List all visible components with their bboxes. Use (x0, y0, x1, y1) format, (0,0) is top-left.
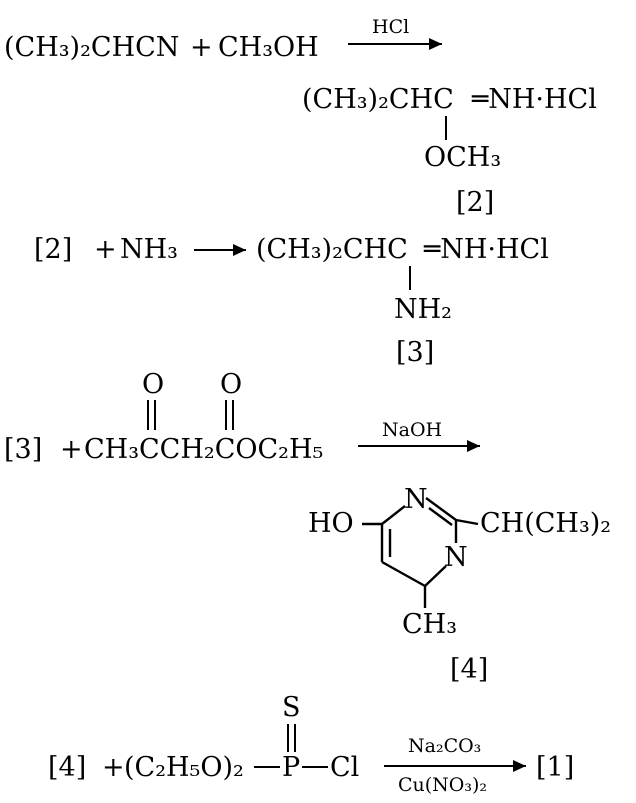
ester-oxygen: O (220, 369, 242, 400)
compound-label-3: [3] (396, 337, 434, 368)
reactant-label-4: [4] (48, 752, 86, 783)
reaction-arrow-head (467, 440, 480, 452)
compound-label-2: [2] (456, 187, 494, 218)
reactant-methanol: CH₃OH (218, 32, 319, 63)
compound-label-4: [4] (450, 654, 488, 685)
product-3-amino: NH₂ (394, 294, 452, 325)
sulfur-atom: S (282, 692, 301, 723)
isopropyl-group: CH(CH₃)₂ (480, 508, 611, 539)
reaction-2: [2] + NH₃ (CH₃)₂CHC ═NH·HCl NH₂ [3] (34, 234, 549, 368)
diethoxy-group: (C₂H₅O)₂ (124, 752, 244, 783)
reaction-arrow-head (513, 760, 526, 772)
hydroxy-group: HO (308, 508, 354, 539)
reagent-sodium-carbonate: Na₂CO₃ (408, 735, 481, 757)
reaction-3: O O [3] + CH₃CCH₂COC₂H₅ NaOH HO N N CH(C… (4, 369, 611, 685)
ring-bond (381, 505, 406, 525)
reagent-naoh: NaOH (382, 419, 442, 441)
product-2-imine: ═NH·HCl (471, 84, 597, 115)
ring-nitrogen-3: N (444, 542, 468, 573)
product-2-main: (CH₃)₂CHC (302, 84, 454, 115)
methyl-group: CH₃ (402, 609, 457, 640)
ring-bond (424, 565, 447, 587)
reagent-copper-nitrate: Cu(NO₃)₂ (398, 774, 487, 796)
reactant-isobutyronitrile: (CH₃)₂CHCN (4, 32, 179, 63)
product-3-imine: ═NH·HCl (423, 234, 549, 265)
ring-nitrogen-1: N (404, 484, 428, 515)
reagent-ammonia: NH₃ (120, 234, 178, 265)
pyrimidine-product: HO N N CH(CH₃)₂ CH₃ (308, 484, 611, 640)
plus-sign: + (190, 32, 213, 63)
reaction-1: (CH₃)₂CHCN + CH₃OH HCl (CH₃)₂CHC ═NH·HCl… (4, 16, 597, 218)
phosphorus-atom: P (282, 752, 300, 783)
ring-bond (425, 497, 457, 521)
ring-double-bond (428, 507, 453, 526)
plus-sign: + (102, 752, 125, 783)
plus-sign: + (60, 434, 83, 465)
ethyl-acetoacetate: CH₃CCH₂COC₂H₅ (84, 434, 323, 465)
bond-c-isopropyl (455, 518, 479, 526)
product-3-main: (CH₃)₂CHC (256, 234, 408, 265)
chlorine-atom: Cl (330, 752, 359, 783)
reaction-arrow-head (233, 244, 246, 256)
reaction-4: S [4] + (C₂H₅O)₂ P Cl Na₂CO₃ Cu(NO₃)₂ [1… (48, 692, 574, 796)
reactant-label-3: [3] (4, 434, 42, 465)
reagent-hcl: HCl (372, 16, 409, 38)
product-2-methoxy: OCH₃ (424, 142, 501, 173)
plus-sign: + (94, 234, 117, 265)
reaction-arrow-head (429, 38, 442, 50)
compound-label-1: [1] (536, 752, 574, 783)
reactant-label-2: [2] (34, 234, 72, 265)
ketone-oxygen: O (142, 369, 164, 400)
ring-bond (381, 560, 426, 588)
